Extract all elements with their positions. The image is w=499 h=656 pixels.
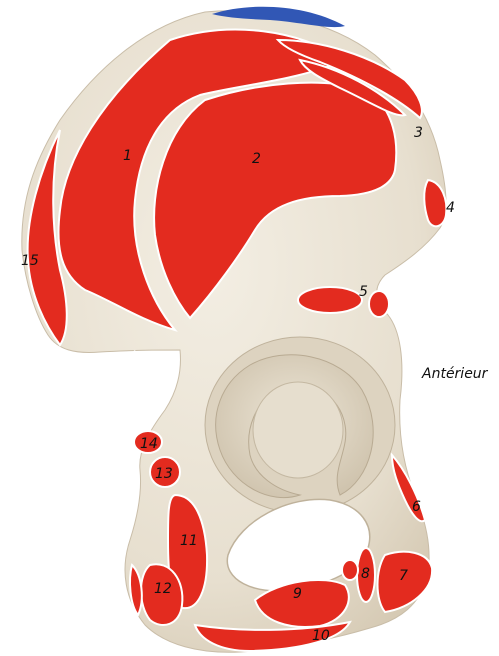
label-7: 7 xyxy=(399,568,408,584)
label-6: 6 xyxy=(412,499,421,515)
label-14: 14 xyxy=(140,436,158,452)
label-11: 11 xyxy=(180,533,198,549)
label-2: 2 xyxy=(252,151,261,167)
label-15: 15 xyxy=(21,253,39,269)
label-9: 9 xyxy=(293,586,302,602)
muscle-area-5a xyxy=(298,287,362,313)
acetabular-fossa xyxy=(253,382,343,478)
label-8: 8 xyxy=(361,566,370,582)
label-5: 5 xyxy=(359,284,368,300)
side-label-anterior: Antérieur xyxy=(421,366,489,382)
label-3: 3 xyxy=(414,125,423,141)
label-1: 1 xyxy=(123,148,132,164)
label-10: 10 xyxy=(312,628,330,644)
label-13: 13 xyxy=(155,466,173,482)
muscle-area-5b xyxy=(369,291,389,317)
label-4: 4 xyxy=(446,200,455,216)
sciatic-notch-shadow xyxy=(110,350,154,444)
label-12: 12 xyxy=(154,581,172,597)
muscle-area-9b xyxy=(342,560,358,580)
